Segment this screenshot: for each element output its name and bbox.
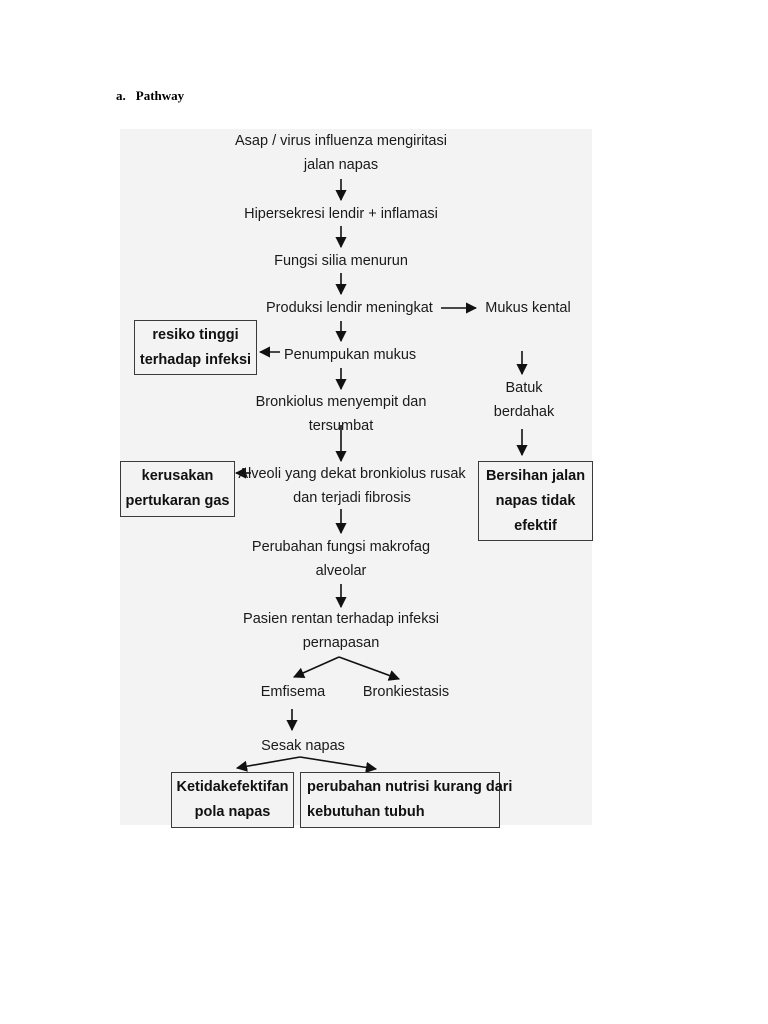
node-alveoli: Alveoli yang dekat bronkiolus rusak dan … xyxy=(238,466,466,506)
node-sesak-napas: Sesak napas xyxy=(261,738,345,754)
node-batuk-berdahak: Batuk berdahak xyxy=(493,380,555,420)
heading-letter: a. xyxy=(116,88,126,103)
arrow-sesak-perubahan xyxy=(299,756,378,773)
pathway-arrows xyxy=(234,179,528,773)
pathway-diagram: Asap / virus influenza mengiritasi jalan… xyxy=(120,129,593,828)
node-asap-virus: Asap / virus influenza mengiritasi jalan… xyxy=(235,133,447,173)
node-hipersekresi: Hipersekresi lendir + inflamasi xyxy=(244,206,438,222)
node-bronkiolus: Bronkiolus menyempit dan tersumbat xyxy=(255,394,427,434)
node-mukus-kental: Mukus kental xyxy=(485,300,571,316)
node-produksi-lendir: Produksi lendir meningkat xyxy=(266,300,433,316)
section-heading: a. Pathway xyxy=(116,88,184,104)
node-fungsi-silia: Fungsi silia menurun xyxy=(274,253,408,269)
arrow-sesak-ketidakefektifan xyxy=(235,756,301,772)
node-penumpukan-mukus: Penumpukan mukus xyxy=(284,347,417,363)
node-bronkiestasis: Bronkiestasis xyxy=(362,684,450,700)
box-kerusakan-pertukaran-gas: kerusakan pertukaran gas xyxy=(120,461,235,517)
node-makrofag: Perubahan fungsi makrofag alveolar xyxy=(251,539,431,579)
box-bersihan-jalan-napas: Bersihan jalan napas tidak efektif xyxy=(478,461,593,541)
arrow-n9-bronkiestasis xyxy=(338,656,401,681)
box-ketidakefektifan-pola-napas: Ketidakefektifan pola napas xyxy=(171,772,294,828)
box-perubahan-nutrisi: perubahan nutrisi kurang dari kebutuhan … xyxy=(300,772,512,828)
node-emfisema: Emfisema xyxy=(260,684,326,700)
heading-title: Pathway xyxy=(135,88,185,103)
node-pasien-rentan: Pasien rentan terhadap infeksi pernapasa… xyxy=(243,611,439,651)
arrow-n9-emfisema xyxy=(292,656,340,679)
box-resiko-tinggi-infeksi: resiko tinggi terhadap infeksi xyxy=(134,320,257,375)
